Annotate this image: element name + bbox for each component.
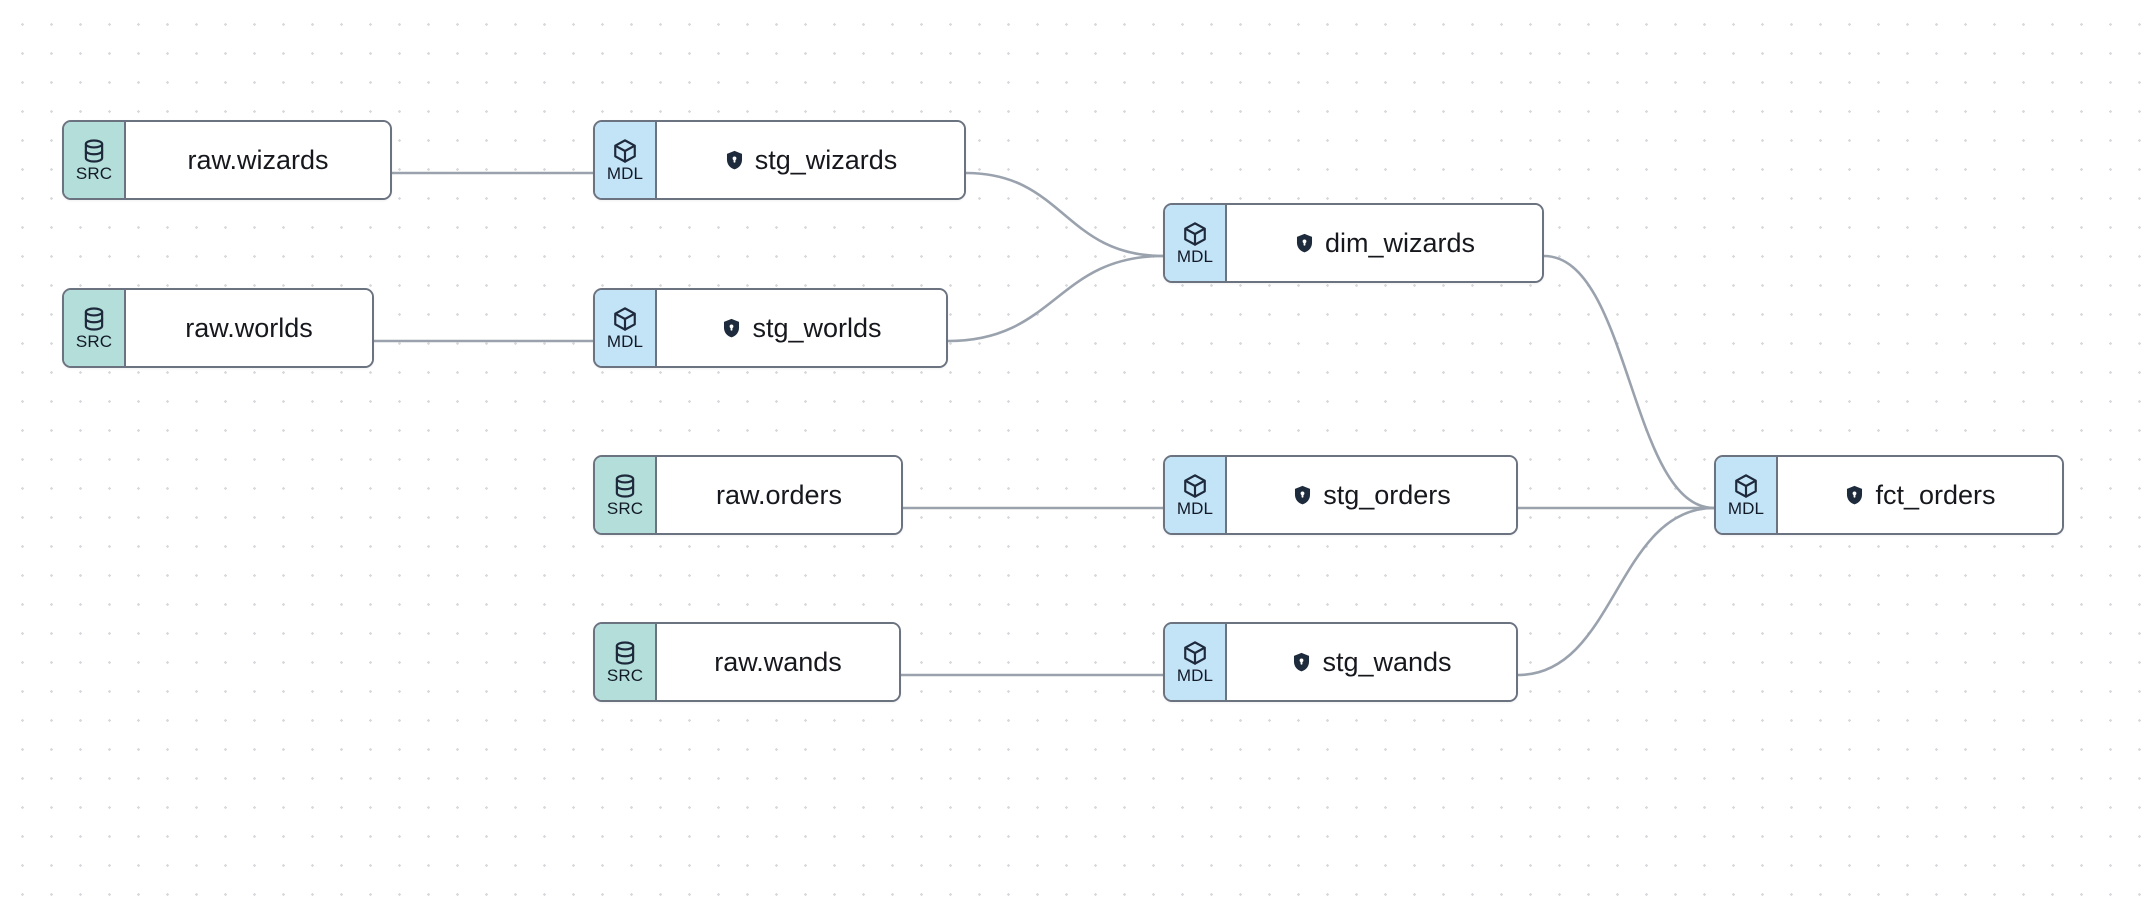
- node-body: raw.worlds: [126, 290, 372, 366]
- node-type-label: SRC: [75, 164, 113, 183]
- shield-lock-icon: [1292, 484, 1313, 506]
- shield-lock-icon: [1291, 651, 1312, 673]
- shield-lock-icon: [724, 149, 745, 171]
- node-type-label: MDL: [606, 164, 644, 183]
- node-body: stg_wands: [1227, 624, 1516, 700]
- lineage-node-stg_wands[interactable]: MDL stg_wands: [1163, 622, 1518, 702]
- node-label: stg_wands: [1322, 646, 1452, 677]
- node-label: stg_orders: [1323, 479, 1451, 510]
- database-icon: [612, 473, 638, 499]
- node-type-badge-mdl: MDL: [595, 122, 657, 198]
- lineage-node-stg_wizards[interactable]: MDL stg_wizards: [593, 120, 966, 200]
- node-type-badge-src: SRC: [64, 122, 126, 198]
- node-type-badge-src: SRC: [595, 624, 657, 700]
- node-type-label: SRC: [75, 332, 113, 351]
- node-type-label: MDL: [1176, 666, 1214, 685]
- lineage-node-raw_wands[interactable]: SRC raw.wands: [593, 622, 901, 702]
- node-label: raw.wands: [714, 646, 842, 677]
- node-type-badge-mdl: MDL: [595, 290, 657, 366]
- cube-icon: [1182, 473, 1208, 499]
- database-icon: [612, 640, 638, 666]
- lineage-node-raw_wizards[interactable]: SRC raw.wizards: [62, 120, 392, 200]
- cube-icon: [1182, 221, 1208, 247]
- lineage-node-raw_worlds[interactable]: SRC raw.worlds: [62, 288, 374, 368]
- node-type-label: MDL: [1176, 247, 1214, 266]
- node-type-label: MDL: [1727, 499, 1765, 518]
- node-type-label: SRC: [606, 499, 644, 518]
- node-label: stg_worlds: [752, 312, 882, 343]
- node-type-badge-mdl: MDL: [1165, 205, 1227, 281]
- node-body: stg_orders: [1227, 457, 1516, 533]
- node-type-badge-mdl: MDL: [1165, 457, 1227, 533]
- lineage-edge-stg_worlds-to-dim_wizards: [946, 254, 1165, 343]
- node-label: stg_wizards: [754, 144, 898, 175]
- node-body: fct_orders: [1778, 457, 2062, 533]
- cube-icon: [1733, 473, 1759, 499]
- lineage-node-raw_orders[interactable]: SRC raw.orders: [593, 455, 903, 535]
- node-body: dim_wizards: [1227, 205, 1542, 281]
- node-label: raw.wizards: [187, 144, 329, 175]
- node-type-badge-src: SRC: [64, 290, 126, 366]
- node-body: raw.wizards: [126, 122, 390, 198]
- node-body: raw.orders: [657, 457, 901, 533]
- node-type-badge-src: SRC: [595, 457, 657, 533]
- node-type-badge-mdl: MDL: [1716, 457, 1778, 533]
- node-label: fct_orders: [1875, 479, 1996, 510]
- lineage-node-dim_wizards[interactable]: MDL dim_wizards: [1163, 203, 1544, 283]
- lineage-node-fct_orders[interactable]: MDL fct_orders: [1714, 455, 2064, 535]
- node-body: raw.wands: [657, 624, 899, 700]
- node-type-badge-mdl: MDL: [1165, 624, 1227, 700]
- cube-icon: [612, 306, 638, 332]
- node-body: stg_worlds: [657, 290, 946, 366]
- node-label: dim_wizards: [1324, 227, 1476, 258]
- node-type-label: SRC: [606, 666, 644, 685]
- lineage-node-stg_orders[interactable]: MDL stg_orders: [1163, 455, 1518, 535]
- lineage-node-stg_worlds[interactable]: MDL stg_worlds: [593, 288, 948, 368]
- shield-lock-icon: [1294, 232, 1315, 254]
- lineage-edge-dim_wizards-to-fct_orders: [1542, 254, 1716, 510]
- node-label: raw.orders: [715, 479, 843, 510]
- shield-lock-icon: [721, 317, 742, 339]
- node-type-label: MDL: [606, 332, 644, 351]
- shield-lock-icon: [1844, 484, 1865, 506]
- lineage-edge-stg_wizards-to-dim_wizards: [964, 171, 1165, 258]
- lineage-edge-stg_wands-to-fct_orders: [1516, 506, 1716, 677]
- node-type-label: MDL: [1176, 499, 1214, 518]
- node-label: raw.worlds: [185, 312, 313, 343]
- node-body: stg_wizards: [657, 122, 964, 198]
- database-icon: [81, 306, 107, 332]
- cube-icon: [612, 138, 638, 164]
- database-icon: [81, 138, 107, 164]
- cube-icon: [1182, 640, 1208, 666]
